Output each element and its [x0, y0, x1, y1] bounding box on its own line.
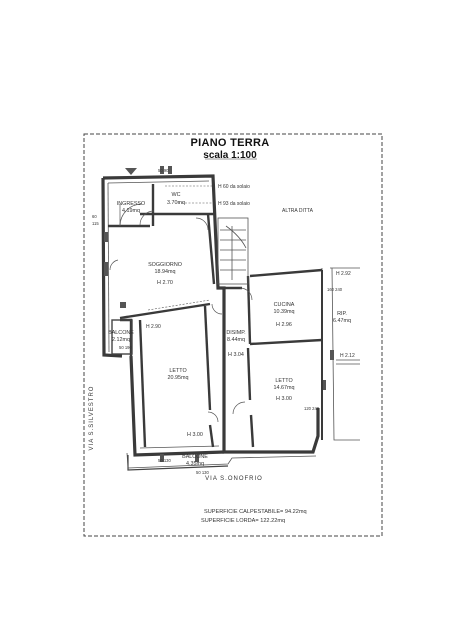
room-disimp-name: DISIMP. [226, 330, 245, 336]
room-letto2-height: H 3.00 [276, 396, 292, 402]
note-h93-solaio: H 93 da solaio [218, 201, 250, 207]
room-rip-area: 6.47mq [333, 318, 351, 324]
note-h292: H 2.92 [336, 271, 351, 277]
balcony-bottom [127, 455, 229, 471]
room-letto2-name: LETTO [275, 378, 292, 384]
room-balcone2-area: 4.35mq [186, 461, 204, 467]
room-soggiorno-area: 18.94mq [155, 269, 176, 275]
summary-calpestabile: SUPERFICIE CALPESTABILE= 94.22mq [204, 509, 307, 515]
sheet-scale: scala 1:100 [203, 150, 257, 161]
room-soggiorno-height: H 2.70 [157, 280, 173, 286]
room-ingresso-area: 4.19mq [122, 208, 140, 214]
room-balcone2-name: BALCONE [182, 454, 208, 460]
room-cucina-height: H 2.96 [276, 322, 292, 328]
dim-115: 115 [92, 221, 99, 226]
room-letto1-name: LETTO [169, 368, 186, 374]
dim-120-240: 120 240 [304, 406, 320, 411]
summary-lorda: SUPERFICIE LORDA= 122.22mq [201, 518, 286, 524]
entrance-arrow-icon [125, 168, 137, 175]
dim-50-90-top: 50 90 [158, 168, 169, 173]
street-via-s-onofrio: VIA S.ONOFRIO [205, 476, 263, 482]
room-wc-area: 3.70mq [167, 200, 185, 206]
window-markers [104, 166, 334, 462]
room-disimp-area: 8.44mq [227, 337, 245, 343]
dim-160-240: 160 240 [327, 287, 343, 292]
room-letto2-area: 14.67mq [274, 385, 295, 391]
room-ingresso-name: INGRESSO [117, 201, 145, 207]
note-altra-ditta: ALTRA DITTA [282, 208, 314, 214]
room-balcone1-name: BALCONE [108, 330, 134, 336]
staircase [217, 217, 249, 285]
room-wc-name: WC [172, 192, 181, 198]
door-swings [109, 203, 253, 423]
room-cucina-name: CUCINA [274, 302, 295, 308]
sheet-border [83, 133, 383, 537]
room-labels: INGRESSO 4.19mq WC 3.70mq SOGGIORNO 18.9… [108, 192, 351, 467]
dim-50-130-b: 50 130 [196, 470, 209, 475]
note-h60-solaio: H 60 da solaio [218, 184, 250, 190]
room-cucina-area: 10.39mq [274, 309, 295, 315]
room-letto1-area: 20.95mq [168, 375, 189, 381]
room-rip-name: RIP. [337, 311, 347, 317]
dim-60: 60 [92, 214, 97, 219]
h212-lines [336, 359, 360, 365]
dim-50-190: 50 190 [119, 345, 132, 350]
note-h212: H 2.12 [340, 353, 355, 359]
note-h290: H 2.90 [146, 324, 161, 330]
room-letto1-height: H 3.00 [187, 432, 203, 438]
balcony-left [111, 319, 133, 355]
room-soggiorno-name: SOGGIORNO [148, 262, 182, 268]
room-disimp-height: H 3.04 [228, 352, 244, 358]
dim-50-130-a: 50 130 [158, 458, 171, 463]
annotations: H 60 da solaio H 93 da solaio ALTRA DITT… [92, 168, 355, 475]
street-via-s-silvestro: VIA S.SILVESTRO [89, 386, 95, 451]
annotation-lines [147, 185, 212, 311]
room-balcone1-area: 2.12mq [112, 337, 130, 343]
exterior-walls [101, 174, 320, 457]
sheet-title: PIANO TERRA [190, 137, 270, 149]
